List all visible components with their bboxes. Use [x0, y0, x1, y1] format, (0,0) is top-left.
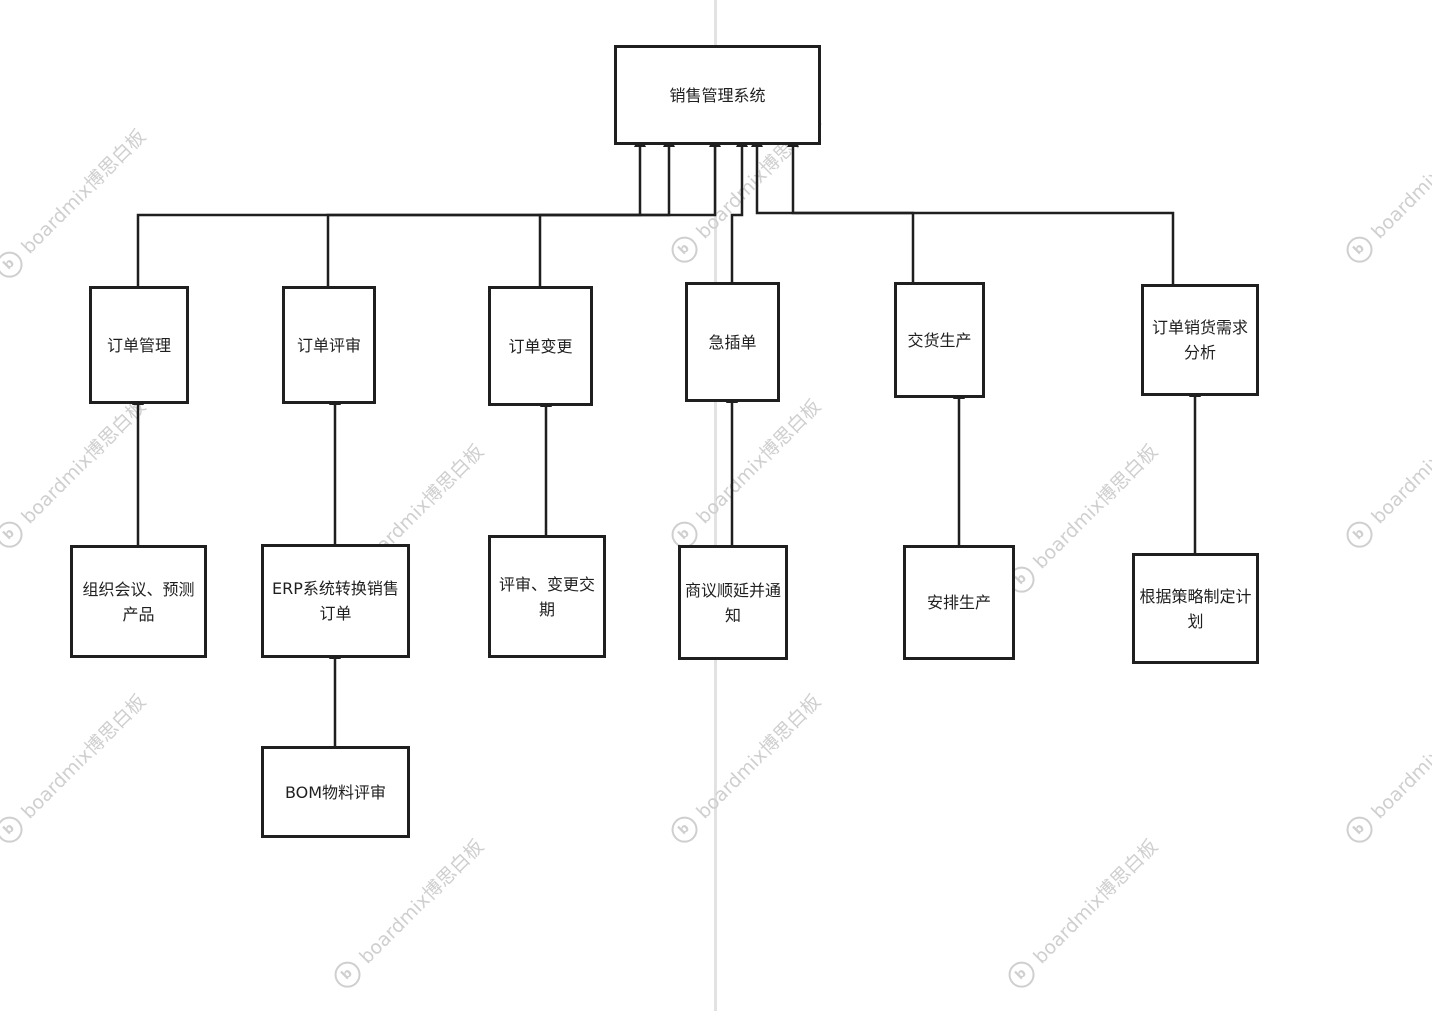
module-node-delivery-production[interactable]: 交货生产 [894, 282, 985, 398]
task-node-label: BOM物料评审 [284, 782, 387, 802]
task-node-schedule-production[interactable]: 安排生产 [903, 545, 1015, 660]
task-node-meeting-forecast[interactable]: 组织会议、预测产品 [70, 545, 207, 658]
task-node-label: 安排生产 [926, 593, 991, 612]
root-node-sales-management-system[interactable]: 销售管理系统 [614, 45, 821, 145]
connector-order-review-to-root [326, 135, 675, 286]
task-node-label: 根据策略制定计划 [1139, 586, 1252, 631]
module-node-label: 急插单 [708, 332, 757, 352]
task-node-review-change-date[interactable]: 评审、变更交期 [488, 535, 606, 658]
task-node-erp-convert[interactable]: ERP系统转换销售订单 [261, 544, 410, 658]
module-node-demand-analysis[interactable]: 订单销货需求分析 [1141, 284, 1259, 396]
task-node-bom-review[interactable]: BOM物料评审 [261, 746, 410, 838]
module-node-label: 交货生产 [907, 330, 972, 350]
module-node-order-management[interactable]: 订单管理 [89, 286, 189, 404]
connector-rush-order-to-root [730, 135, 748, 282]
module-node-label: 订单管理 [106, 335, 171, 355]
module-node-rush-order[interactable]: 急插单 [685, 282, 780, 402]
module-node-order-change[interactable]: 订单变更 [488, 286, 593, 406]
task-node-label: 评审、变更交期 [498, 574, 595, 619]
center-guide-line [714, 0, 717, 1011]
root-node-label: 销售管理系统 [669, 85, 766, 105]
task-node-label: 组织会议、预测产品 [82, 579, 195, 624]
task-node-negotiate-postpone[interactable]: 商议顺延并通知 [678, 545, 788, 660]
task-node-label: ERP系统转换销售订单 [272, 579, 399, 623]
module-node-label: 订单销货需求分析 [1151, 318, 1248, 362]
task-node-label: 商议顺延并通知 [685, 580, 782, 625]
module-node-order-review[interactable]: 订单评审 [282, 286, 376, 404]
module-node-label: 订单评审 [296, 335, 361, 355]
connector-demand-analysis-to-root [787, 135, 1175, 284]
connector-order-change-to-root [538, 135, 721, 286]
task-node-plan-by-strategy[interactable]: 根据策略制定计划 [1132, 553, 1259, 664]
module-node-label: 订单变更 [508, 336, 573, 356]
